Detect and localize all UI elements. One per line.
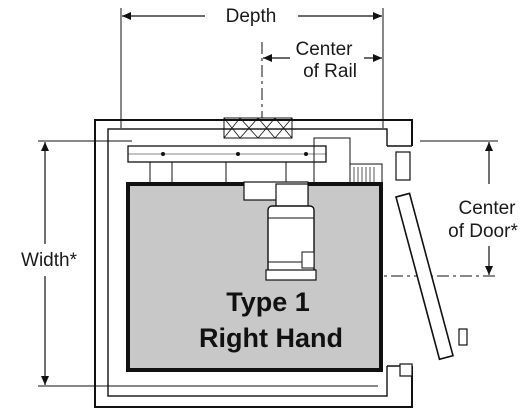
width-dimension: Width* (21, 140, 378, 387)
door-handle (458, 328, 468, 346)
motor-base (265, 269, 317, 281)
title-line1: Type 1 (226, 287, 310, 317)
door-jamb-top (395, 151, 411, 181)
rail-machinery (127, 137, 383, 187)
motor-junction-box (301, 251, 315, 269)
depth-label: Depth (226, 6, 277, 27)
drive-mount (275, 183, 309, 209)
center-of-door-dimension: Center of Door* (322, 140, 518, 277)
rail-bolt-2 (236, 152, 240, 156)
door-leaf (395, 192, 454, 361)
drive-unit (265, 183, 317, 281)
rail-bolt-1 (161, 152, 165, 156)
center-of-door-label-line2: of Door* (448, 221, 518, 242)
center-of-rail-dimension: Center of Rail (261, 39, 382, 118)
rail-bracket-hatch (223, 117, 293, 139)
door-strike-bottom (399, 363, 413, 377)
door-opening-gap (386, 146, 414, 366)
hoistway-walls (94, 117, 414, 408)
title-line2: Right Hand (199, 323, 343, 353)
center-of-rail-label-line2: of Rail (303, 61, 357, 82)
rail-cap-left (149, 161, 173, 185)
width-label: Width* (21, 250, 78, 271)
depth-dimension: Depth (120, 6, 384, 128)
rail-bolt-3 (304, 152, 308, 156)
center-of-door-label-line1: Center (458, 198, 516, 219)
car-floor (126, 182, 383, 372)
diagram-title: Type 1 Right Hand (199, 287, 343, 353)
center-of-rail-label-line1: Center (295, 39, 353, 60)
hoistway-door (395, 151, 468, 377)
car-platform (126, 181, 383, 372)
rail-cap-center (225, 161, 287, 185)
controller-detail (353, 167, 375, 184)
rail-cap-right (313, 137, 351, 185)
